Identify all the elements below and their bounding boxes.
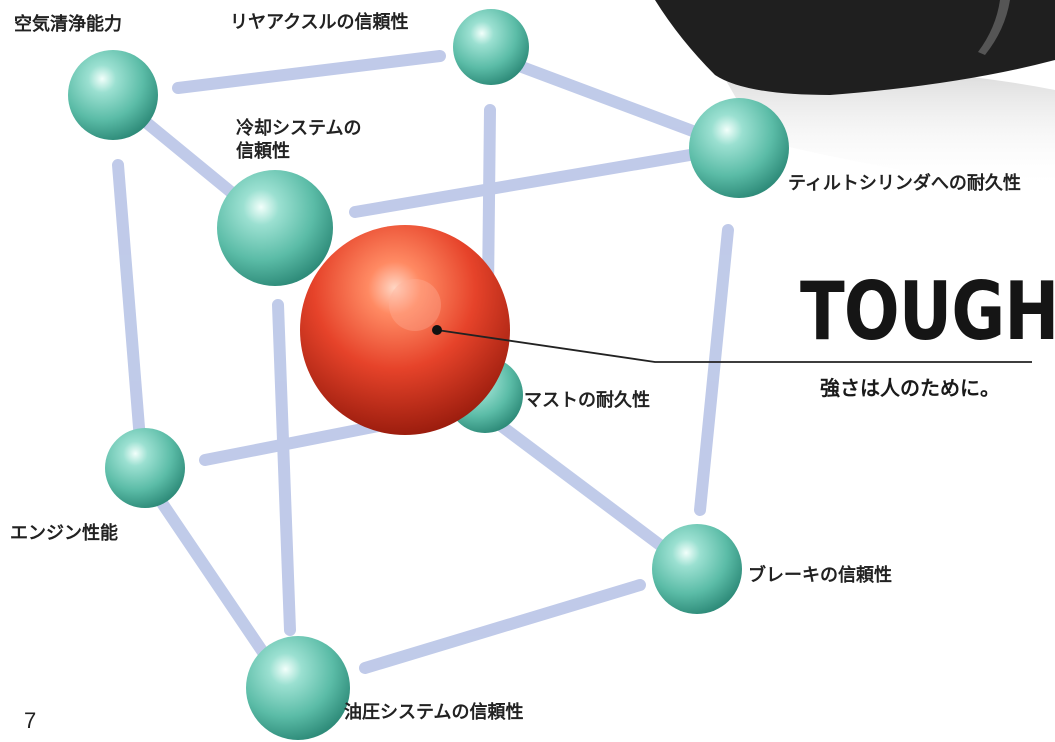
rod-tilt-brake [694,224,734,516]
machine-highlight [978,0,1010,55]
center-sphere-highlight [389,279,441,331]
node-sphere-engine [105,428,185,508]
node-sphere-brake [652,524,742,614]
rod-cooling-hydraulic [272,299,296,636]
label-air-cleaner: 空気清浄能力 [14,14,122,35]
label-hydraulic: 油圧システムの信頼性 [344,702,524,723]
spheres [68,9,789,740]
rod-cooling-tilt [349,149,696,218]
rod-air-engine [112,159,146,446]
rod-air-rear [172,50,446,94]
rod-engine-hydraulic [154,494,281,676]
center-sphere [300,225,510,435]
node-sphere-tilt-cylinder [689,98,789,198]
label-tilt-cylinder: ティルトシリンダへの耐久性 [788,173,1021,194]
rod-hydraulic-brake [359,579,646,674]
node-sphere-air-cleaner [68,50,158,140]
node-sphere-hydraulic [246,636,350,740]
headline-tough: TOUGH [800,265,1055,358]
label-mast: マストの耐久性 [524,390,650,411]
rod-mast-brake [494,419,666,551]
pointer-line [432,325,1032,363]
rod-rear-tilt [484,49,736,151]
tagline: 強さは人のために。 [820,376,1000,400]
page-number: 7 [24,708,37,733]
label-rear-axle: リヤアクスルの信頼性 [230,12,409,33]
node-sphere-cooling [217,170,333,286]
label-engine: エンジン性能 [10,523,118,544]
label-brake: ブレーキの信頼性 [748,565,892,586]
node-sphere-rear-axle [453,9,529,85]
label-cooling-system: 冷却システムの 信頼性 [236,118,362,162]
machine-shadow [720,67,1055,190]
machine-silhouette [655,0,1055,95]
